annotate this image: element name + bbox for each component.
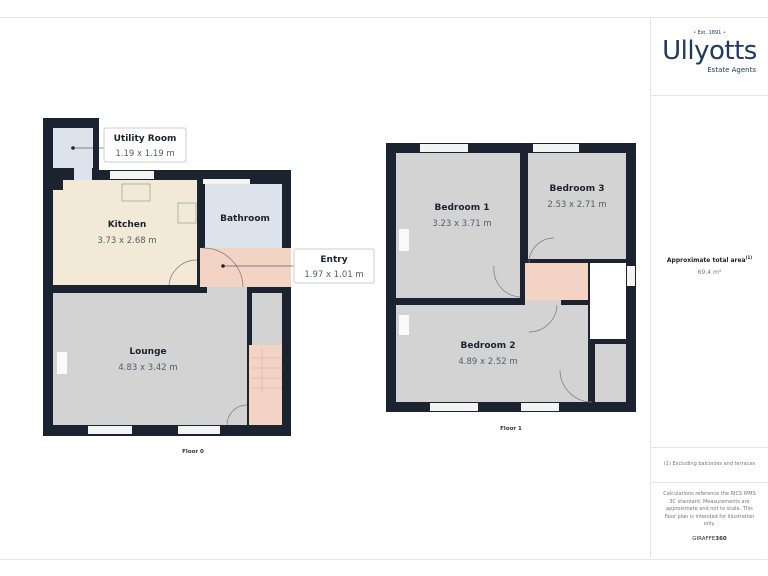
bedroom-1 [396,153,520,298]
door-swing [493,265,521,298]
door-swing [202,247,244,288]
door-swing [528,237,555,264]
bedroom-2 [396,305,588,402]
area-title: Approximate total area(1) [666,255,753,265]
room-size: 2.53 x 2.71 m [547,200,606,210]
area-value: 69.4 m² [697,269,722,276]
room-name: Utility Room [114,134,177,144]
under-stair [252,293,282,348]
passage [207,287,247,300]
room-name: Bedroom 1 [435,203,490,213]
cupboard [595,344,626,402]
floor-1: Bedroom 1 3.23 x 3.71 m Bedroom 3 2.53 x… [386,143,636,432]
credit: GIRAFFE360 [692,535,727,542]
bedroom-3 [528,153,626,259]
footnote-section: (1) Excluding balconies and terraces [651,447,768,482]
stairs [565,263,588,300]
room-size: 4.83 x 3.42 m [118,363,177,373]
hob [177,202,197,224]
brand-tagline: Estate Agents [707,66,756,74]
room-size: 3.73 x 2.68 m [97,236,156,246]
room-size: 3.23 x 3.71 m [432,219,491,229]
door-swing [528,304,558,333]
landing [525,263,565,300]
room-name: Kitchen [108,220,147,230]
disclaimer: Calculations reference the RICS IPMS 3C … [663,491,756,527]
disclaimer-section: Calculations reference the RICS IPMS 3C … [651,482,768,558]
fireplace [399,315,409,335]
window [88,426,132,434]
door-swing [168,259,198,286]
stair-void [590,263,626,339]
floor-plans: Utility Room 1.19 x 1.19 m Kitchen 3.73 … [43,118,636,455]
sink [121,183,151,202]
window [521,403,559,411]
fireplace [57,352,67,374]
fireplace [399,229,409,251]
door-swing [559,369,593,403]
established: • Est. 1891 • [693,30,726,36]
room-name: Bedroom 2 [461,341,516,351]
door-swing [226,404,248,426]
window [178,426,220,434]
room-name: Bathroom [220,214,270,224]
label-entry [293,248,375,284]
info-panel: • Est. 1891 • Ullyotts Estate Agents App… [650,17,768,558]
window [430,403,478,411]
page-frame [0,17,767,560]
room-name: Bedroom 3 [550,184,605,194]
floor-0: Utility Room 1.19 x 1.19 m Kitchen 3.73 … [43,118,375,455]
brand-logo: • Est. 1891 • Ullyotts Estate Agents [651,17,768,95]
label-utility-room [103,127,187,163]
utility-door-gap [74,166,92,182]
window [533,144,579,152]
window [203,179,250,184]
stair-treads [252,348,282,392]
lounge [53,293,247,425]
floor-label: Floor 0 [182,449,204,455]
brand-name: Ullyotts [662,36,757,66]
room-name: Lounge [129,347,166,357]
passage [525,300,561,320]
room-size: 1.19 x 1.19 m [115,149,174,159]
area-section: Approximate total area(1) 69.4 m² [651,95,768,447]
kitchen [53,180,197,285]
floor-label: Floor 1 [500,426,522,432]
window [110,171,154,179]
room-size: 1.97 x 1.01 m [304,270,363,280]
footnote: (1) Excluding balconies and terraces [663,461,756,468]
window [420,144,468,152]
entry [200,248,291,287]
room-size: 4.89 x 2.52 m [458,357,517,367]
room-name: Entry [320,255,347,265]
window [627,266,635,286]
bathroom [205,184,282,248]
stairs [249,345,282,425]
